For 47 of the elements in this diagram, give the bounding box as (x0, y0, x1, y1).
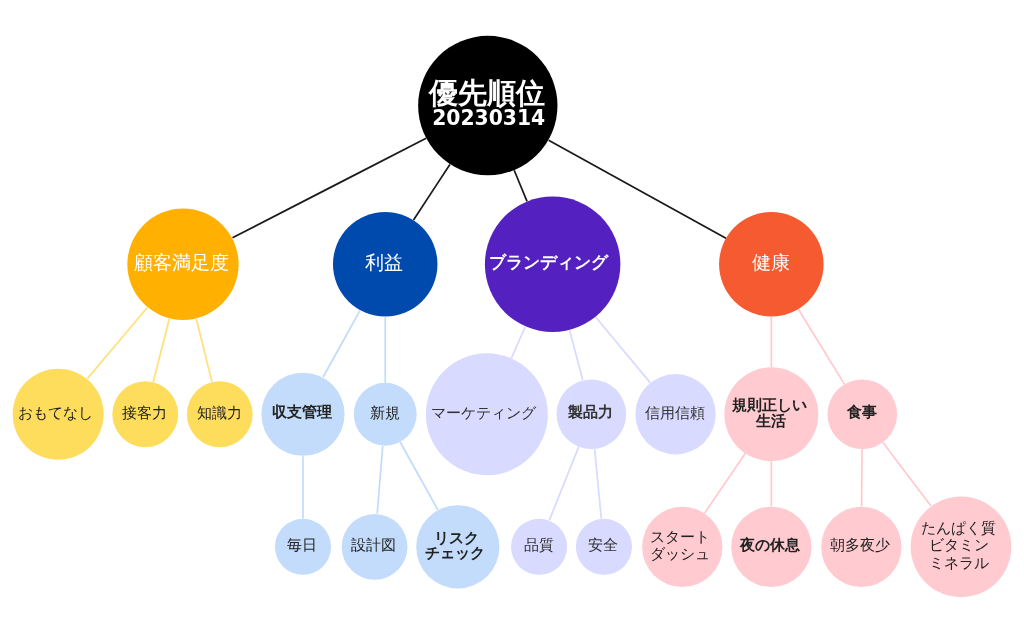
node-circle: たんぱく質ビタミンミネラル (910, 496, 1012, 598)
connector (860, 448, 863, 508)
node-circle: 顧客満足度 (127, 208, 239, 320)
connector (770, 315, 773, 369)
node-circle: 健康 (719, 212, 824, 317)
connector (195, 317, 213, 383)
node-circle: おもてなし (12, 368, 104, 460)
node-circle: 知識力 (186, 381, 253, 448)
connector (797, 308, 846, 385)
node-circle: 規則正しい生活 (724, 367, 819, 462)
connector (399, 441, 439, 512)
connector (547, 139, 727, 240)
node-circle: 毎日 (274, 518, 332, 575)
node-circle: 朝多夜少 (821, 506, 902, 587)
connector (770, 460, 773, 508)
connector (593, 448, 603, 520)
node-circle: 設計図 (341, 513, 408, 580)
connector (322, 309, 361, 379)
connector (882, 441, 932, 507)
node-circle: 収支管理 (261, 372, 345, 456)
connector (231, 137, 427, 239)
connector (412, 163, 451, 221)
connector (568, 329, 584, 381)
node-circle: 優先順位 20230314 (418, 35, 558, 176)
node-circle: 品質 (511, 518, 568, 575)
node-circle: 新規 (353, 382, 417, 446)
connector (376, 444, 384, 515)
connector (510, 325, 527, 360)
connector (513, 169, 528, 203)
node-circle: リスクチェック (416, 505, 500, 589)
node-circle: スタートダッシュ (642, 506, 723, 587)
node-circle: ブランディング (484, 196, 621, 332)
connector (86, 306, 149, 380)
connector (302, 455, 304, 520)
node-circle: 製品力 (556, 379, 627, 450)
connector (384, 315, 387, 384)
node-circle: 食事 (827, 379, 898, 450)
connector (152, 317, 171, 383)
node-circle: 安全 (575, 518, 632, 575)
node-circle: 接客力 (112, 381, 179, 448)
node-circle: 信用信頼 (635, 374, 716, 455)
node-circle: マーケティング (425, 353, 548, 476)
node-circle: 利益 (333, 212, 438, 317)
connector (703, 452, 747, 515)
node-circle: 夜の休息 (731, 506, 812, 587)
connector (548, 445, 580, 522)
connector (594, 316, 652, 384)
